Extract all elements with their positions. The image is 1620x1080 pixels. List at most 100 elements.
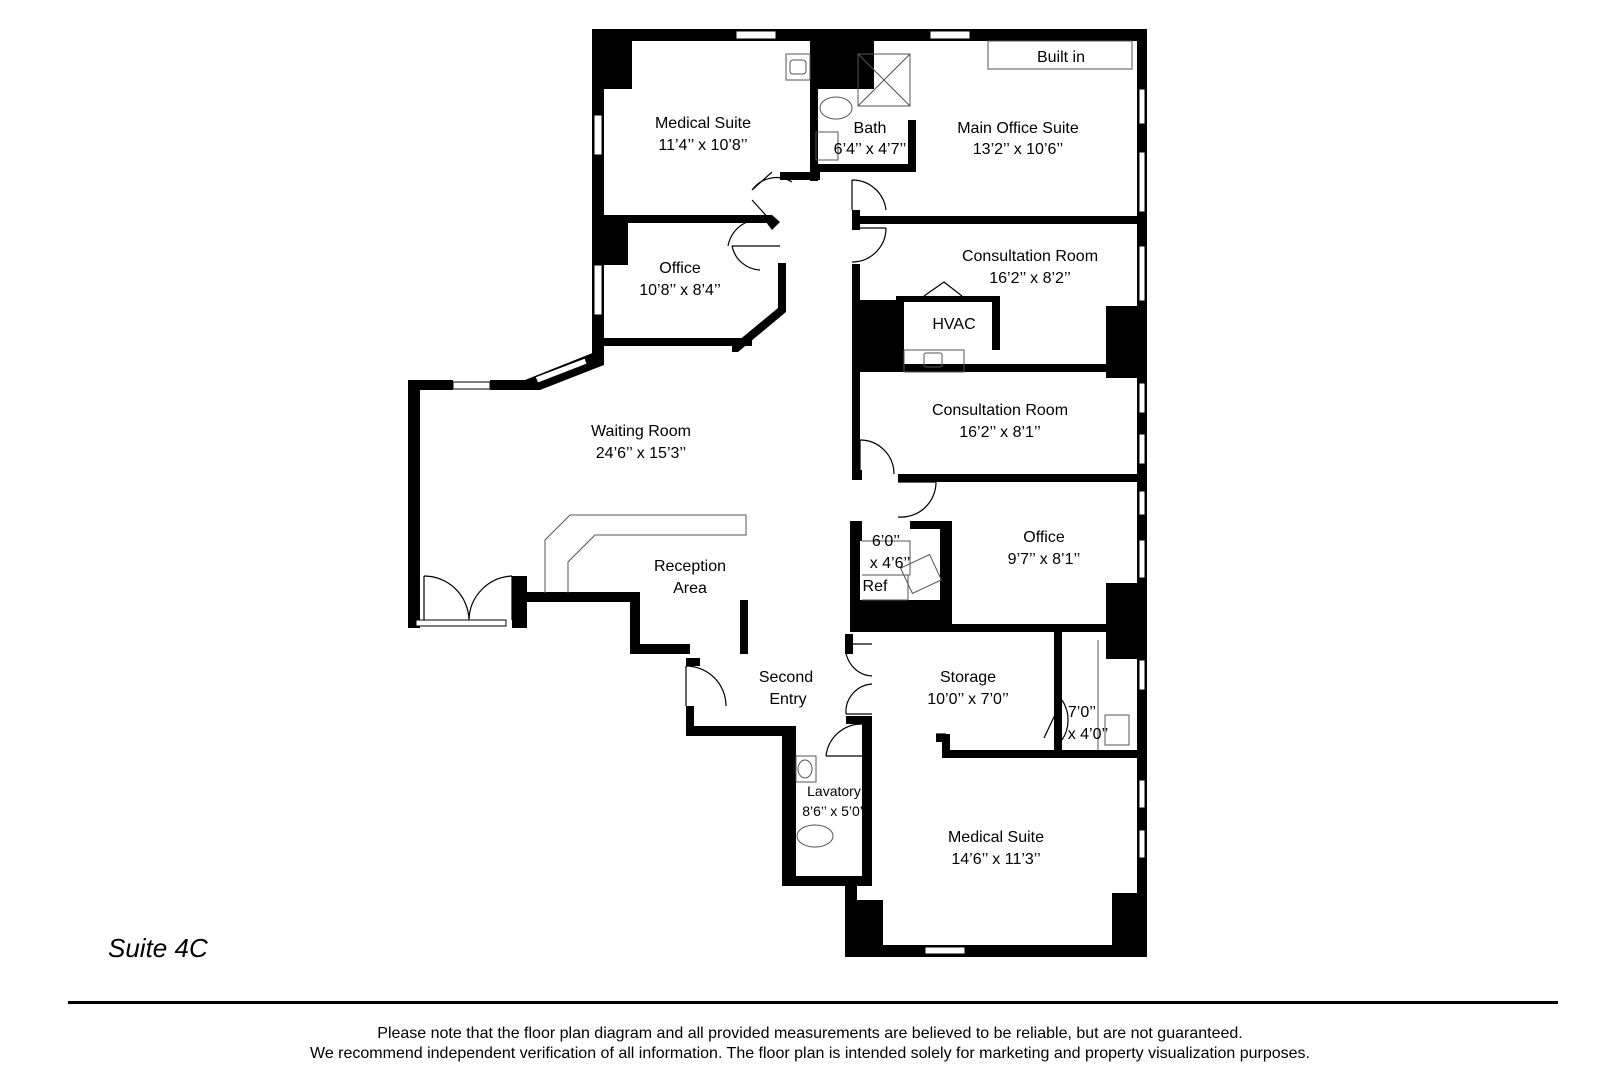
room-name: Consultation Room (962, 248, 1098, 265)
sink-basin (797, 759, 813, 779)
wall (780, 172, 820, 180)
room-name: Office (1023, 529, 1065, 546)
door (751, 171, 793, 191)
sink-icon (1104, 714, 1130, 746)
window (924, 946, 966, 955)
window (1138, 88, 1146, 125)
wall-block (1112, 893, 1147, 957)
room-dims: 10’0’’ x 7’0’’ (927, 691, 1009, 708)
wall (850, 600, 950, 632)
room-name: Lavatory (807, 783, 861, 799)
wall (850, 521, 860, 631)
wall-block (852, 300, 904, 372)
room-dims: 16’2’’ x 8’1’’ (959, 424, 1041, 441)
door (727, 199, 773, 247)
wall (686, 726, 796, 736)
wall (896, 296, 1000, 302)
wall (852, 470, 862, 480)
disclaimer-line-1: Please note that the floor plan diagram … (377, 1025, 1243, 1042)
room-dims: 10’8’’ x 8’4’’ (639, 282, 721, 299)
room-name: Bath (854, 120, 887, 137)
room-dims: 8’6’’ x 5’0’’ (802, 803, 866, 819)
sink-icon (785, 53, 811, 81)
door (1043, 699, 1069, 741)
room-name: Office (659, 260, 701, 277)
closet-dims: x 4’0’’ (1068, 726, 1109, 743)
wall-block (592, 29, 632, 89)
wall (908, 120, 916, 172)
room-dims: 14’6’’ x 11’3’’ (951, 851, 1040, 868)
door (423, 575, 470, 621)
window (1138, 779, 1146, 809)
wall (898, 474, 1146, 482)
wall (782, 726, 796, 886)
disclaimer: Please note that the floor plan diagram … (0, 1024, 1620, 1064)
toilet-icon (819, 96, 853, 120)
door (897, 481, 937, 518)
floor-plan: Medical Suite 11’4’’ x 10’8’’ Bath 6’4’’… (108, 29, 1147, 963)
wall (846, 716, 872, 724)
window (1138, 245, 1146, 302)
wall-block (1106, 583, 1146, 659)
sink-icon (899, 553, 943, 595)
window (593, 264, 603, 316)
wall-block (592, 215, 628, 265)
door (923, 281, 963, 297)
room-labels: Medical Suite 11’4’’ x 10’8’’ Bath 6’4’’… (591, 49, 1108, 868)
wall (1054, 632, 1062, 758)
door (845, 643, 873, 677)
door (851, 227, 887, 263)
closet-dims: x 4’6’’ (870, 555, 911, 572)
room-dims: 16’2’’ x 8’2’’ (989, 270, 1071, 287)
wall (630, 592, 640, 654)
wall (592, 215, 772, 223)
suite-title: Suite 4C (108, 933, 208, 963)
room-name: Main Office Suite (957, 120, 1079, 137)
room-name: Waiting Room (591, 423, 691, 440)
wall-bottom (845, 945, 1147, 957)
door (685, 665, 727, 707)
wall (992, 298, 1000, 350)
window (452, 381, 491, 390)
wall (950, 750, 1146, 758)
wall (408, 380, 420, 628)
door (845, 683, 873, 715)
wall (490, 380, 530, 390)
room-name: Consultation Room (932, 402, 1068, 419)
wall (852, 364, 1146, 372)
wall (408, 380, 453, 390)
wall (942, 734, 950, 758)
room-name-line2: Entry (769, 691, 806, 708)
room-name: Second (759, 669, 813, 686)
wall (852, 216, 1146, 224)
reception-counter (544, 514, 747, 593)
window (415, 619, 507, 627)
wall (852, 210, 860, 230)
window (1138, 490, 1146, 516)
built-in-cabinet (987, 40, 1133, 70)
sink-icon (815, 131, 839, 161)
wall (512, 592, 637, 602)
wall (810, 164, 916, 172)
wall (896, 300, 904, 350)
window (593, 114, 603, 156)
shower-line (857, 53, 911, 107)
closet-dims: 6’0’’ (872, 533, 900, 550)
room-dims: 9’7’’ x 8’1’’ (1008, 551, 1081, 568)
doors (423, 171, 1069, 757)
window (534, 357, 588, 384)
divider (68, 1001, 1558, 1004)
kitchenette-counter (862, 540, 911, 576)
wall (732, 263, 786, 352)
toilet-icon (796, 824, 834, 848)
wall-block (845, 900, 883, 955)
windows (415, 30, 1146, 955)
wall (940, 521, 952, 631)
room-name: Storage (940, 669, 996, 686)
built-in-label: Built in (1037, 49, 1085, 66)
window (1138, 433, 1146, 465)
wall-block (810, 29, 874, 89)
hvac-label: HVAC (932, 316, 975, 333)
room-name: Reception (654, 558, 726, 575)
wall (782, 876, 872, 886)
